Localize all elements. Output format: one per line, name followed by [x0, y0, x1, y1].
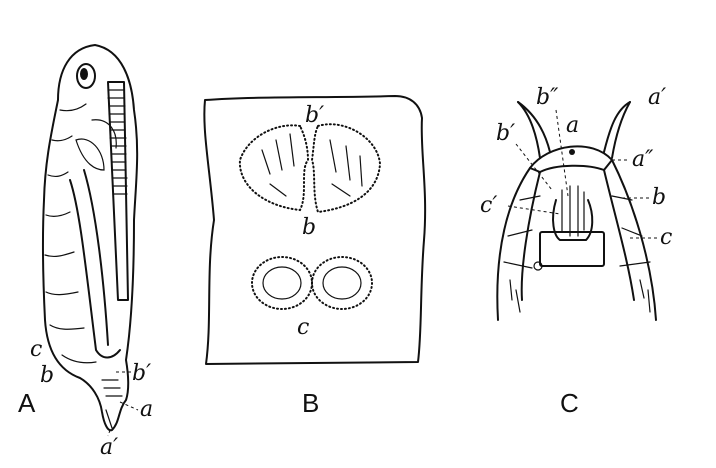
a-label-a: a	[140, 397, 153, 422]
a-label-b: b	[40, 363, 54, 388]
c-label-b-prime: b′	[496, 121, 515, 146]
caption-c: C	[560, 388, 579, 418]
organ-pair-c	[251, 256, 373, 310]
c-label-b: b	[652, 185, 666, 210]
a-leader-a-prime	[107, 429, 111, 437]
tissue-outline	[203, 95, 427, 365]
c-label-b-double-prime: b″	[536, 85, 559, 110]
c-leader-b-prime	[515, 143, 553, 191]
c-leader-c-prime	[507, 205, 561, 215]
a-label-a-prime: a′	[100, 435, 118, 460]
panel-a: c b b′ a a′ A	[18, 44, 153, 460]
terminal-segment-drawing	[496, 101, 657, 321]
a-label-c: c	[30, 337, 42, 362]
b-label-b: b	[302, 215, 316, 240]
c-label-c: c	[660, 225, 672, 250]
b-label-b-prime: b′	[305, 103, 324, 128]
c-label-a-prime: a′	[648, 85, 666, 110]
a-label-b-prime: b′	[132, 361, 151, 386]
caption-a: A	[18, 388, 36, 418]
caption-b: B	[302, 388, 319, 418]
panel-b: b′ b c B	[203, 95, 427, 418]
b-label-c: c	[297, 315, 309, 340]
organ-pair-b	[238, 123, 382, 214]
pupa-drawing	[41, 44, 139, 432]
c-label-c-prime: c′	[480, 193, 497, 218]
panel-c: b″ a′ a b′ a″ c′ b c C	[480, 85, 672, 418]
c-leader-b-double-prime	[555, 109, 569, 197]
c-label-a: a	[566, 113, 579, 138]
c-label-a-double-prime: a″	[632, 147, 654, 172]
